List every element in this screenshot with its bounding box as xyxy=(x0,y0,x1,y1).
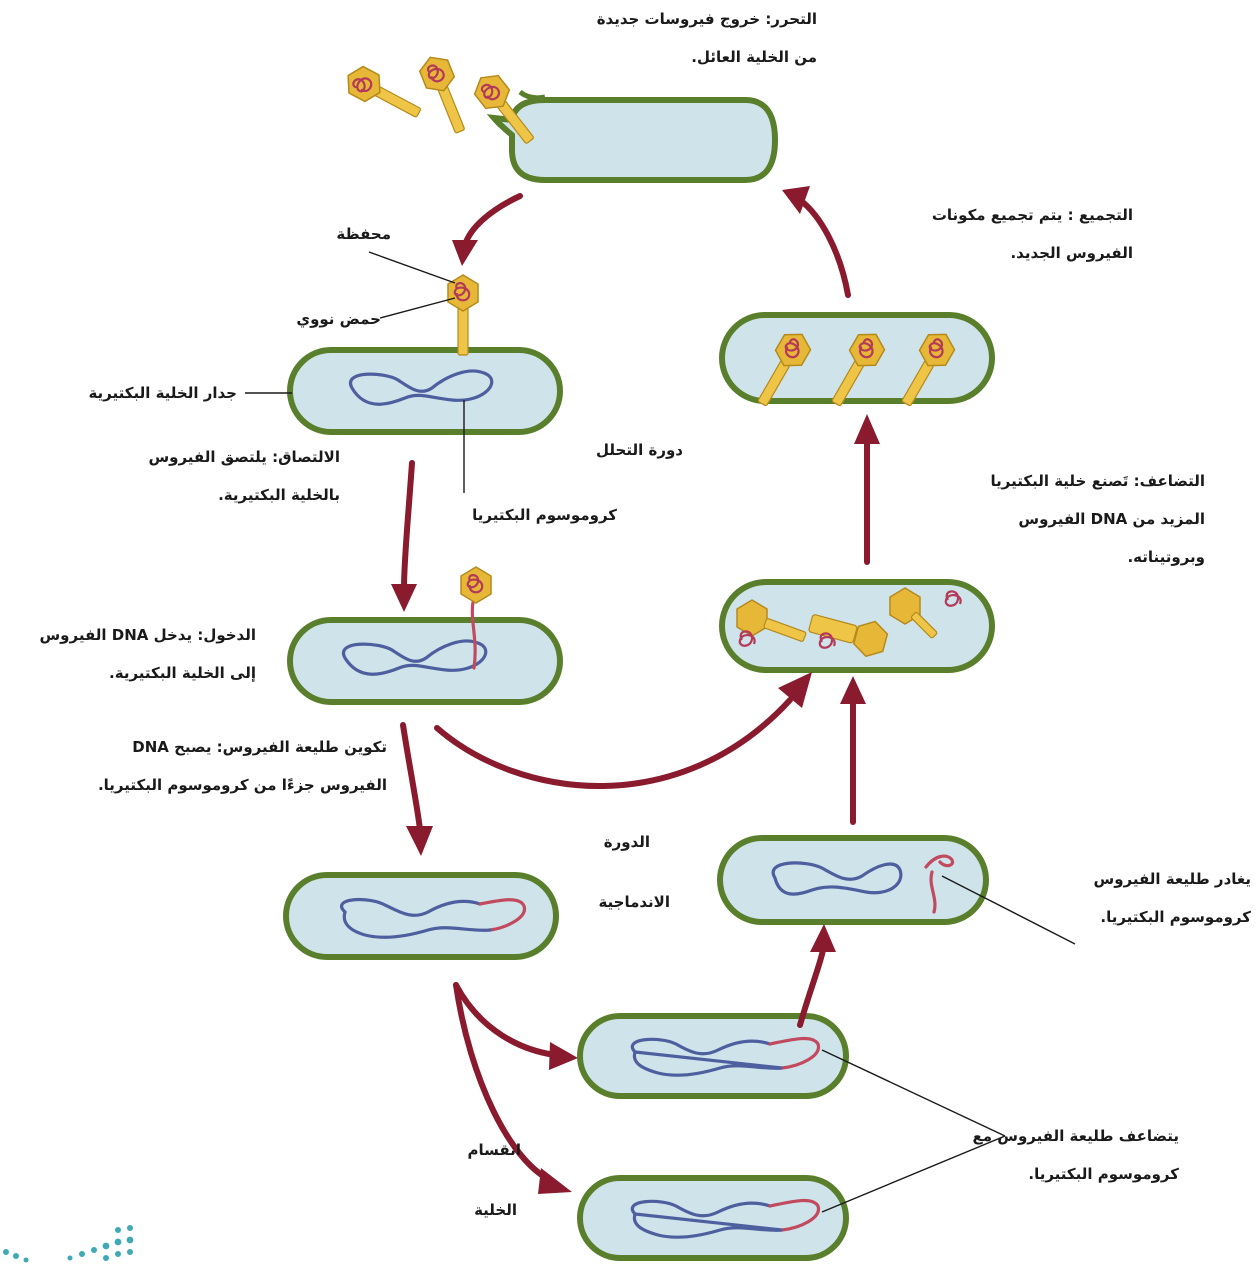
label-lysogenic-line-2: الاندماجية xyxy=(598,893,670,911)
label-prophage-replicates-line-2: كروموسوم البكتيريا. xyxy=(1028,1165,1179,1183)
label-assembly-line-2: الفيروس الجديد. xyxy=(1010,244,1133,262)
label-entry: الدخول: يدخل DNA الفيروس إلى الخلية البك… xyxy=(39,616,256,692)
label-prophage-leaves-line-1: يغادر طليعة الفيروس xyxy=(1093,870,1252,888)
label-nucleic-acid: حمض نووي xyxy=(296,300,381,338)
arrow-prophage-to-division-2 xyxy=(453,982,572,1194)
entry-phage-head xyxy=(459,565,493,605)
arrow-replication-to-assembly xyxy=(854,414,880,565)
leader-nucleic-acid xyxy=(379,297,456,319)
label-lytic-cycle: دورة التحلل xyxy=(596,431,683,469)
label-attachment-line-2: بالخلية البكتيرية. xyxy=(218,486,340,504)
leader-capsid xyxy=(368,251,456,284)
released-phage-1 xyxy=(339,61,427,128)
label-cell-wall-text: جدار الخلية البكتيرية xyxy=(88,384,237,402)
label-entry-line-1: الدخول: يدخل DNA الفيروس xyxy=(39,626,256,644)
released-phage-2 xyxy=(415,50,476,139)
leader-prophage-exit xyxy=(941,875,1076,945)
label-replication-line-2: المزيد من DNA الفيروس xyxy=(1018,510,1205,528)
label-capsid: محفظة xyxy=(336,215,391,253)
arrow-exit-to-replication xyxy=(840,676,866,825)
label-lysogenic-cycle: الدورة الاندماجية xyxy=(598,812,670,932)
cell-division-2 xyxy=(577,1175,849,1261)
label-bacterial-chromosome: كروموسوم البكتيريا xyxy=(472,496,617,534)
label-lysogenic-line-1: الدورة xyxy=(603,833,650,851)
label-replication-line-3: وبروتيناته. xyxy=(1127,548,1205,566)
logo-dots xyxy=(3,1225,134,1263)
arrow-entry-to-replication xyxy=(434,672,812,789)
cell-prophage xyxy=(283,872,559,960)
label-nucleic-acid-text: حمض نووي xyxy=(296,310,381,328)
label-prophage-replicates: يتضاعف طليعة الفيروس مع كروموسوم البكتير… xyxy=(973,1117,1179,1193)
arrow-entry-to-prophage xyxy=(400,722,433,856)
arrow-division-to-exit xyxy=(797,924,836,1028)
label-cell-division: انقسام الخلية xyxy=(468,1120,521,1240)
label-prophage-replicates-line-1: يتضاعف طليعة الفيروس مع xyxy=(972,1127,1179,1145)
arrow-attach-to-entry xyxy=(391,460,417,612)
attached-phage xyxy=(446,273,480,357)
label-assembly-line-1: التجميع : يتم تجميع مكونات xyxy=(931,206,1133,224)
label-attachment-line-1: الالتصاق: يلتصق الفيروس xyxy=(148,448,340,466)
label-cell-division-line-1: انقسام xyxy=(467,1141,521,1159)
label-prophage-formation-line-2: الفيروس جزءًا من كروموسوم البكتيريا. xyxy=(97,776,387,794)
label-attachment: الالتصاق: يلتصق الفيروس بالخلية البكتيري… xyxy=(148,438,340,514)
label-assembly: التجميع : يتم تجميع مكونات الفيروس الجدي… xyxy=(932,196,1133,272)
label-entry-line-2: إلى الخلية البكتيرية. xyxy=(109,664,256,682)
arrow-prophage-to-division-1 xyxy=(453,982,578,1070)
label-replication: التضاعف: تَصنع خلية البكتيريا المزيد من … xyxy=(991,462,1205,576)
label-release-line-2: من الخلية العائل. xyxy=(691,48,817,66)
label-lytic-cycle-text: دورة التحلل xyxy=(596,441,683,459)
label-release-line-1: التحرر: خروج فيروسات جديدة xyxy=(596,10,817,28)
cell-replication xyxy=(719,579,995,673)
arrow-assembly-to-release xyxy=(782,186,851,298)
label-cell-division-line-2: الخلية xyxy=(474,1201,517,1219)
leader-replicate-2 xyxy=(821,1135,1006,1213)
label-prophage-formation-line-1: تكوين طليعة الفيروس: يصبح DNA xyxy=(132,738,387,756)
leader-replicate-1 xyxy=(821,1049,1006,1137)
cell-division-1 xyxy=(577,1013,849,1099)
label-prophage-formation: تكوين طليعة الفيروس: يصبح DNA الفيروس جز… xyxy=(98,728,387,804)
label-capsid-text: محفظة xyxy=(336,225,391,243)
label-prophage-leaves: يغادر طليعة الفيروس كروموسوم البكتيريا. xyxy=(1094,860,1252,936)
cell-entry xyxy=(287,600,563,705)
label-prophage-leaves-line-2: كروموسوم البكتيريا. xyxy=(1100,908,1251,926)
cell-release xyxy=(486,89,779,183)
label-cell-wall: جدار الخلية البكتيرية xyxy=(88,374,237,412)
arrow-release-to-attach xyxy=(452,193,523,266)
label-replication-line-1: التضاعف: تَصنع خلية البكتيريا xyxy=(990,472,1205,490)
cell-prophage-exit xyxy=(717,835,989,925)
cell-attachment xyxy=(287,347,563,435)
label-bacterial-chromosome-text: كروموسوم البكتيريا xyxy=(472,506,617,524)
label-release: التحرر: خروج فيروسات جديدة من الخلية الع… xyxy=(597,0,817,76)
